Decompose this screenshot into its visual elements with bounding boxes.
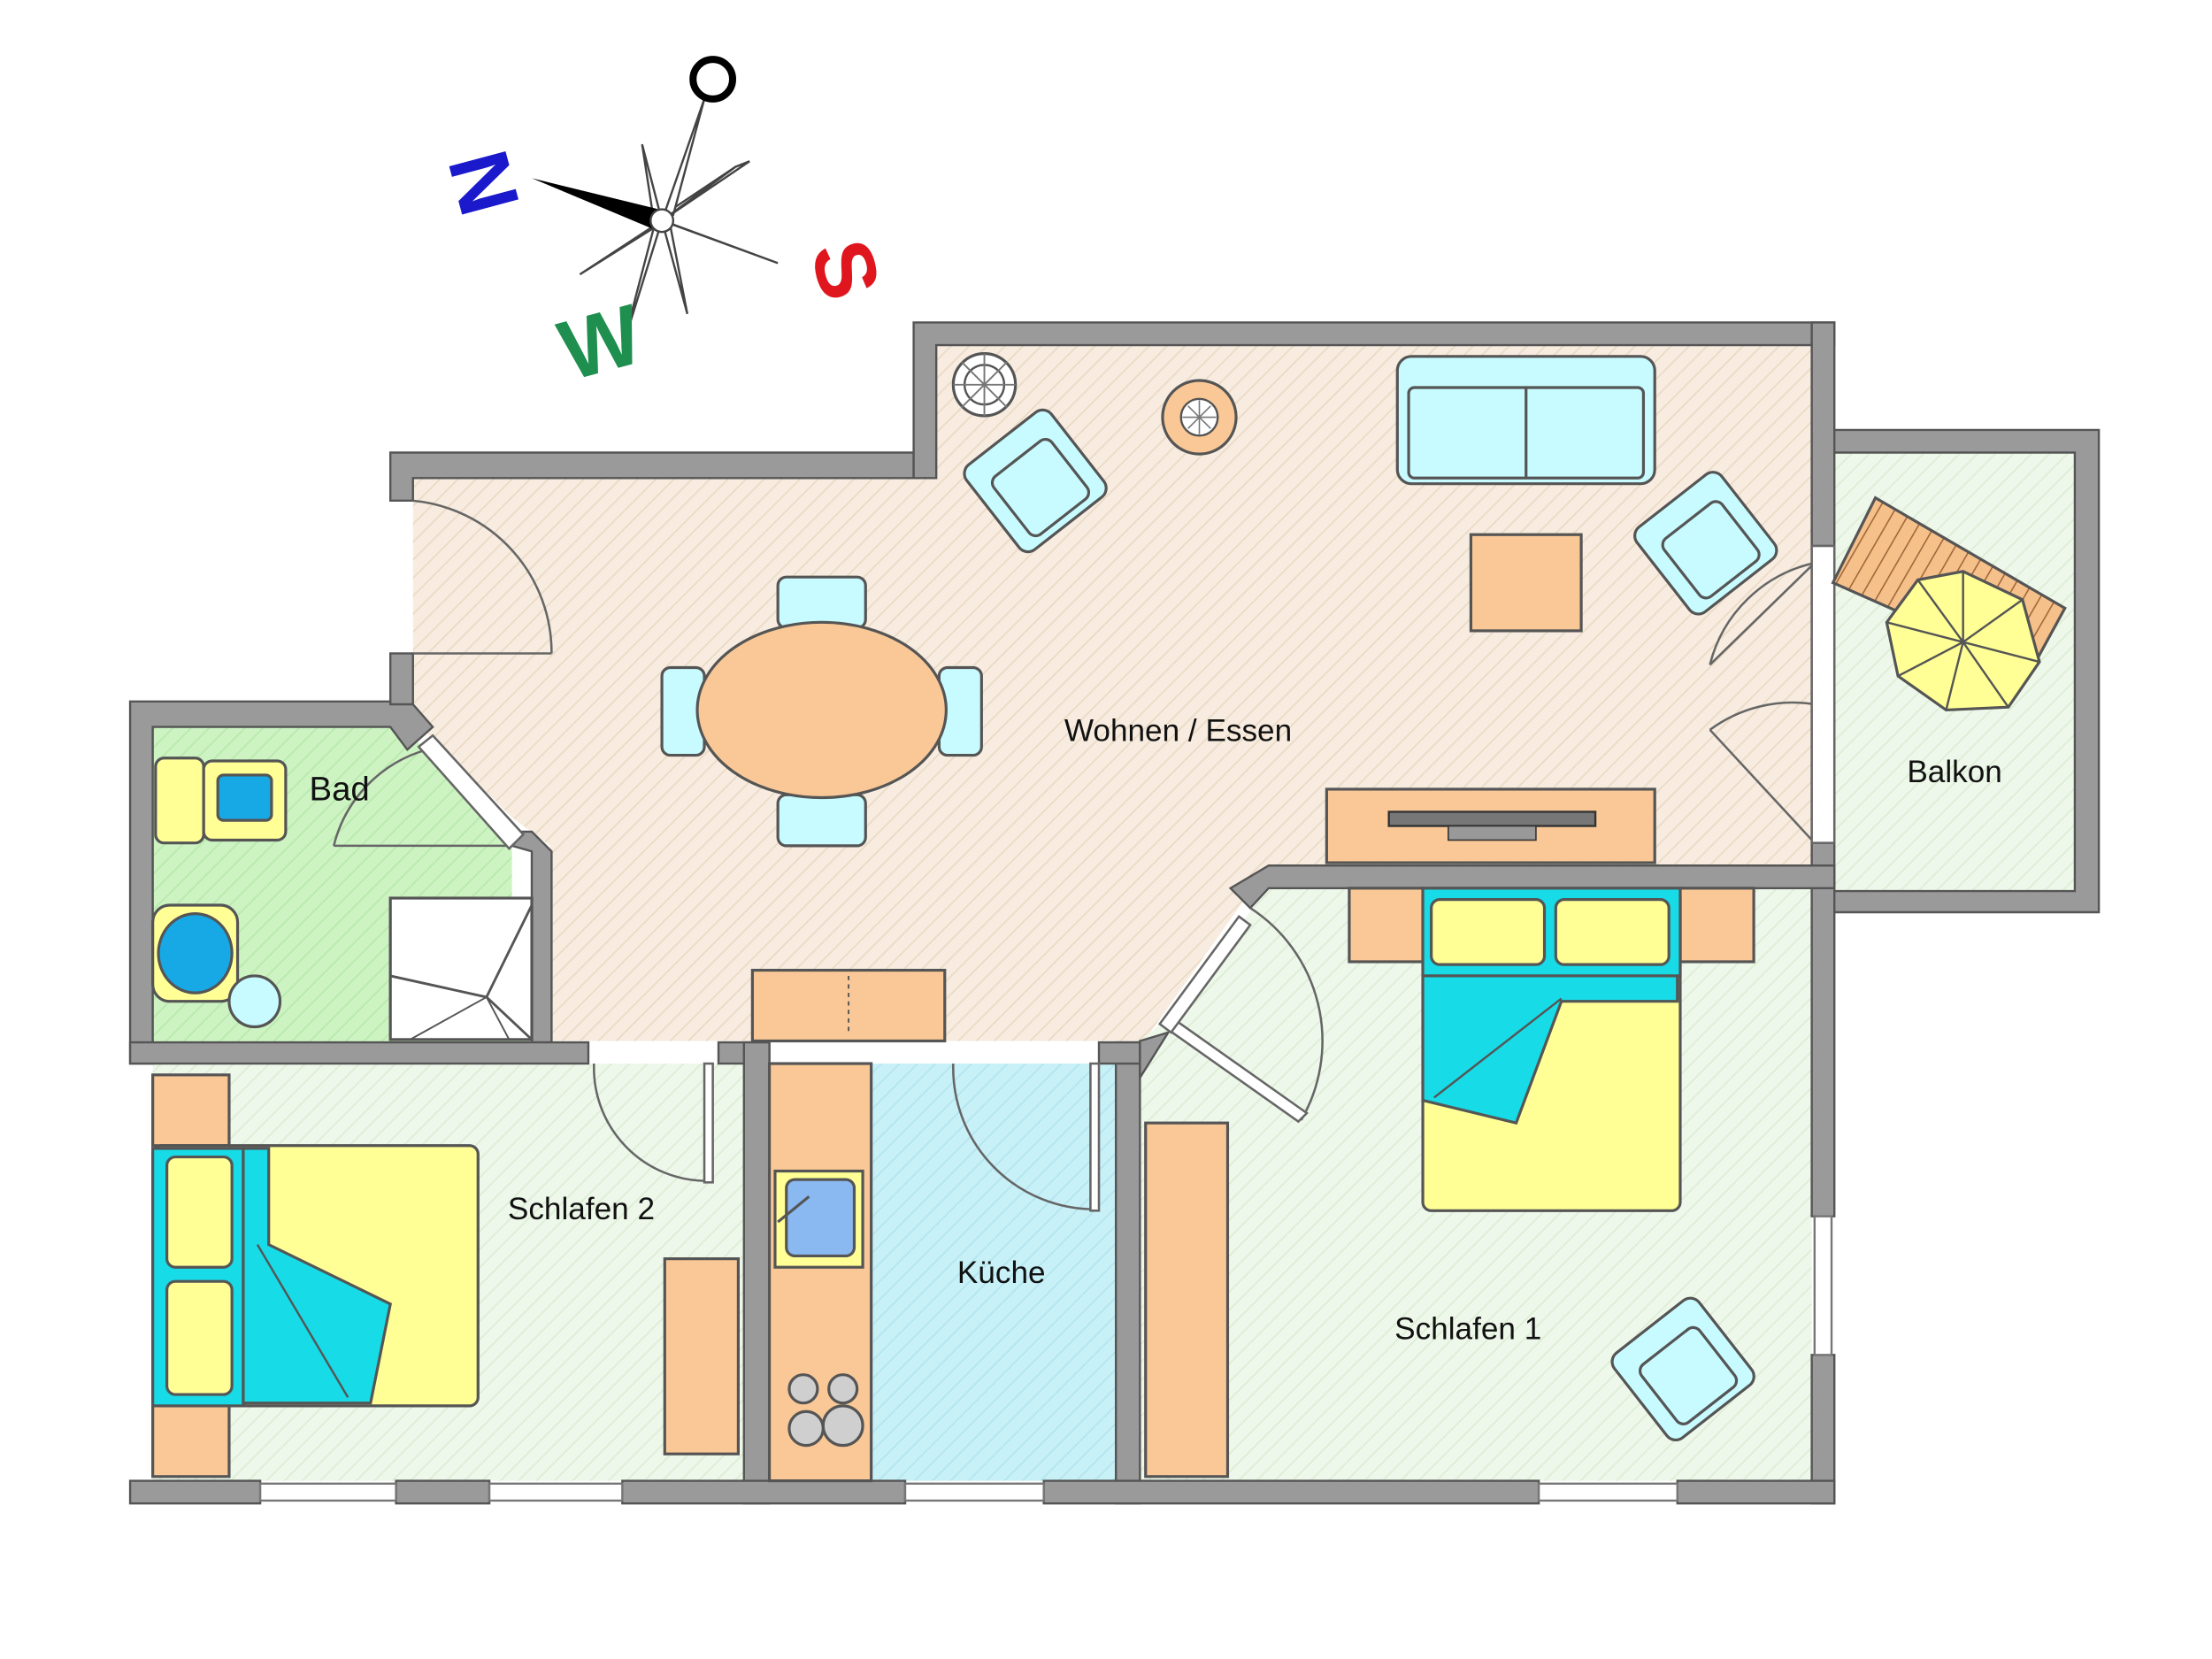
room-label-wohnen: Wohnen / Essen [1064, 714, 1292, 749]
compass-north-label: N [431, 141, 538, 225]
bed-icon [151, 1144, 480, 1408]
sofa-icon [1395, 355, 1656, 486]
plant-pot-icon [1161, 379, 1238, 456]
shower-icon [388, 896, 534, 1041]
sink-icon [151, 903, 240, 1003]
balcony-door-swing-top [1709, 561, 1816, 665]
balcony-door-sill [1810, 544, 1836, 844]
bedroom1-furniture [1144, 887, 1755, 1479]
bedroom2-dresser [663, 1257, 740, 1455]
compass-east-ring [689, 56, 737, 103]
room-label-balkon: Balkon [1907, 755, 2001, 789]
bedroom2-door-leaf [703, 1062, 714, 1184]
coffee-table [1469, 533, 1583, 633]
compass-south-label: S [792, 230, 898, 309]
wall-bedroom1-east-top [1810, 887, 1836, 1217]
bedroom2-door-swing [593, 1063, 708, 1182]
dining-table [695, 620, 948, 800]
nightstand [1678, 887, 1755, 964]
kitchen-door-leaf [1089, 1062, 1101, 1212]
plant-icon [951, 352, 1018, 418]
bath-door-swing [332, 748, 428, 847]
wall-south-4 [1042, 1479, 1540, 1505]
wall-bath-south [128, 1041, 590, 1065]
wall-living-east-top [1810, 321, 1836, 548]
kitchen-door-swing [952, 1064, 1095, 1210]
armchair-icon [963, 408, 1108, 554]
armchair-icon [1633, 471, 1778, 616]
wall-south-1 [128, 1479, 262, 1505]
window-south-a [258, 1482, 397, 1502]
room-labels: Wohnen / Essen Bad Balkon Schlafen 2 Küc… [309, 714, 2001, 1347]
wall-south-3 [621, 1479, 907, 1505]
bed-icon [1421, 887, 1682, 1212]
nightstand [151, 1404, 231, 1479]
balcony-railing [1833, 428, 2101, 914]
bedroom2-furniture [151, 1073, 740, 1479]
entry-door-swing [412, 499, 553, 654]
living-furniture [660, 352, 1778, 1043]
nightstand [1348, 887, 1425, 964]
parasol-icon [1885, 570, 2041, 712]
toilet-icon [154, 757, 288, 845]
balcony-door-swing-bottom [1709, 701, 1816, 731]
compass-rose: N S W [431, 56, 898, 399]
room-label-schlafen2: Schlafen 2 [508, 1192, 655, 1226]
dining-set [660, 575, 983, 848]
window-south-c [903, 1482, 1045, 1502]
balcony-door-leaf-top [1709, 562, 1816, 666]
wall-south-2 [395, 1479, 491, 1505]
wardrobe [1144, 1121, 1230, 1479]
wall-south-5 [1676, 1479, 1836, 1505]
window-east-bedroom1 [1813, 1215, 1833, 1356]
nightstand [151, 1073, 231, 1148]
balcony-door-leaf-bottom [1709, 728, 1816, 844]
room-label-kueche: Küche [957, 1256, 1046, 1290]
living-floor [412, 345, 1812, 1041]
bedroom1-door-swing [1249, 907, 1324, 1121]
bath-stool [227, 974, 282, 1029]
balcony-furniture [1831, 495, 2067, 712]
tv-sideboard [1325, 787, 1656, 864]
window-south-b [488, 1482, 624, 1502]
kitchen-sink-icon [773, 1169, 864, 1269]
bath-door-panel [417, 733, 526, 850]
stove-icon [787, 1373, 864, 1448]
wall-entry-west-stub [388, 652, 414, 706]
north-needle [532, 178, 659, 229]
kitchen-fixtures [767, 1062, 873, 1483]
hall-cabinet [750, 968, 947, 1043]
wall-kitchen-east [1114, 1041, 1141, 1505]
bath-fixtures [151, 757, 534, 1041]
window-south-d [1537, 1482, 1678, 1502]
wall-kitchen-north-right [1097, 1041, 1141, 1065]
bedroom1-door-frame [1157, 915, 1252, 1034]
room-label-schlafen1: Schlafen 1 [1394, 1312, 1541, 1347]
walls [128, 321, 2101, 1505]
doors [332, 499, 1836, 1212]
wall-bedroom2-east [742, 1041, 771, 1505]
room-label-bad: Bad [309, 771, 369, 809]
armchair-icon [1610, 1296, 1755, 1442]
wall-bedroom1-diagonal [1139, 1030, 1171, 1082]
